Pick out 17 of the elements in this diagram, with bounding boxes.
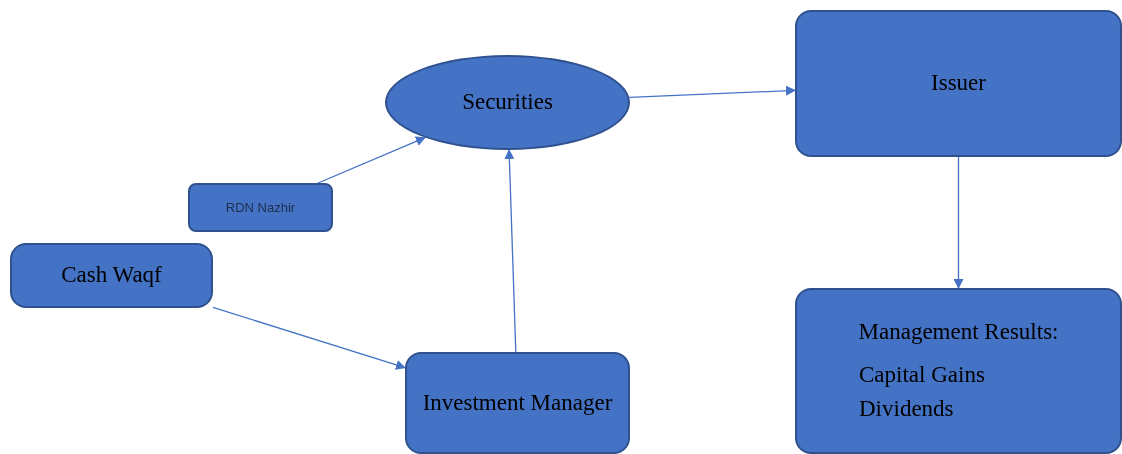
rounded-box bbox=[188, 183, 333, 232]
node-label: Management Results: bbox=[857, 318, 1060, 347]
node-label: Investment Manager bbox=[422, 388, 613, 417]
rounded-box bbox=[10, 243, 213, 308]
arrow bbox=[628, 85, 796, 99]
arrow bbox=[953, 156, 964, 289]
arrow bbox=[317, 136, 426, 184]
node-label: RDN Nazhir bbox=[225, 198, 296, 217]
rounded-box bbox=[795, 10, 1122, 157]
rounded-box bbox=[405, 352, 630, 454]
rounded-box bbox=[795, 288, 1122, 454]
arrow bbox=[212, 306, 406, 370]
arrow bbox=[504, 149, 517, 353]
node-label: Issuer bbox=[931, 69, 986, 98]
node-label: Securities bbox=[462, 88, 553, 117]
node-label: Cash Waqf bbox=[61, 261, 162, 290]
node-label: Capital Gains Dividends bbox=[858, 360, 986, 424]
